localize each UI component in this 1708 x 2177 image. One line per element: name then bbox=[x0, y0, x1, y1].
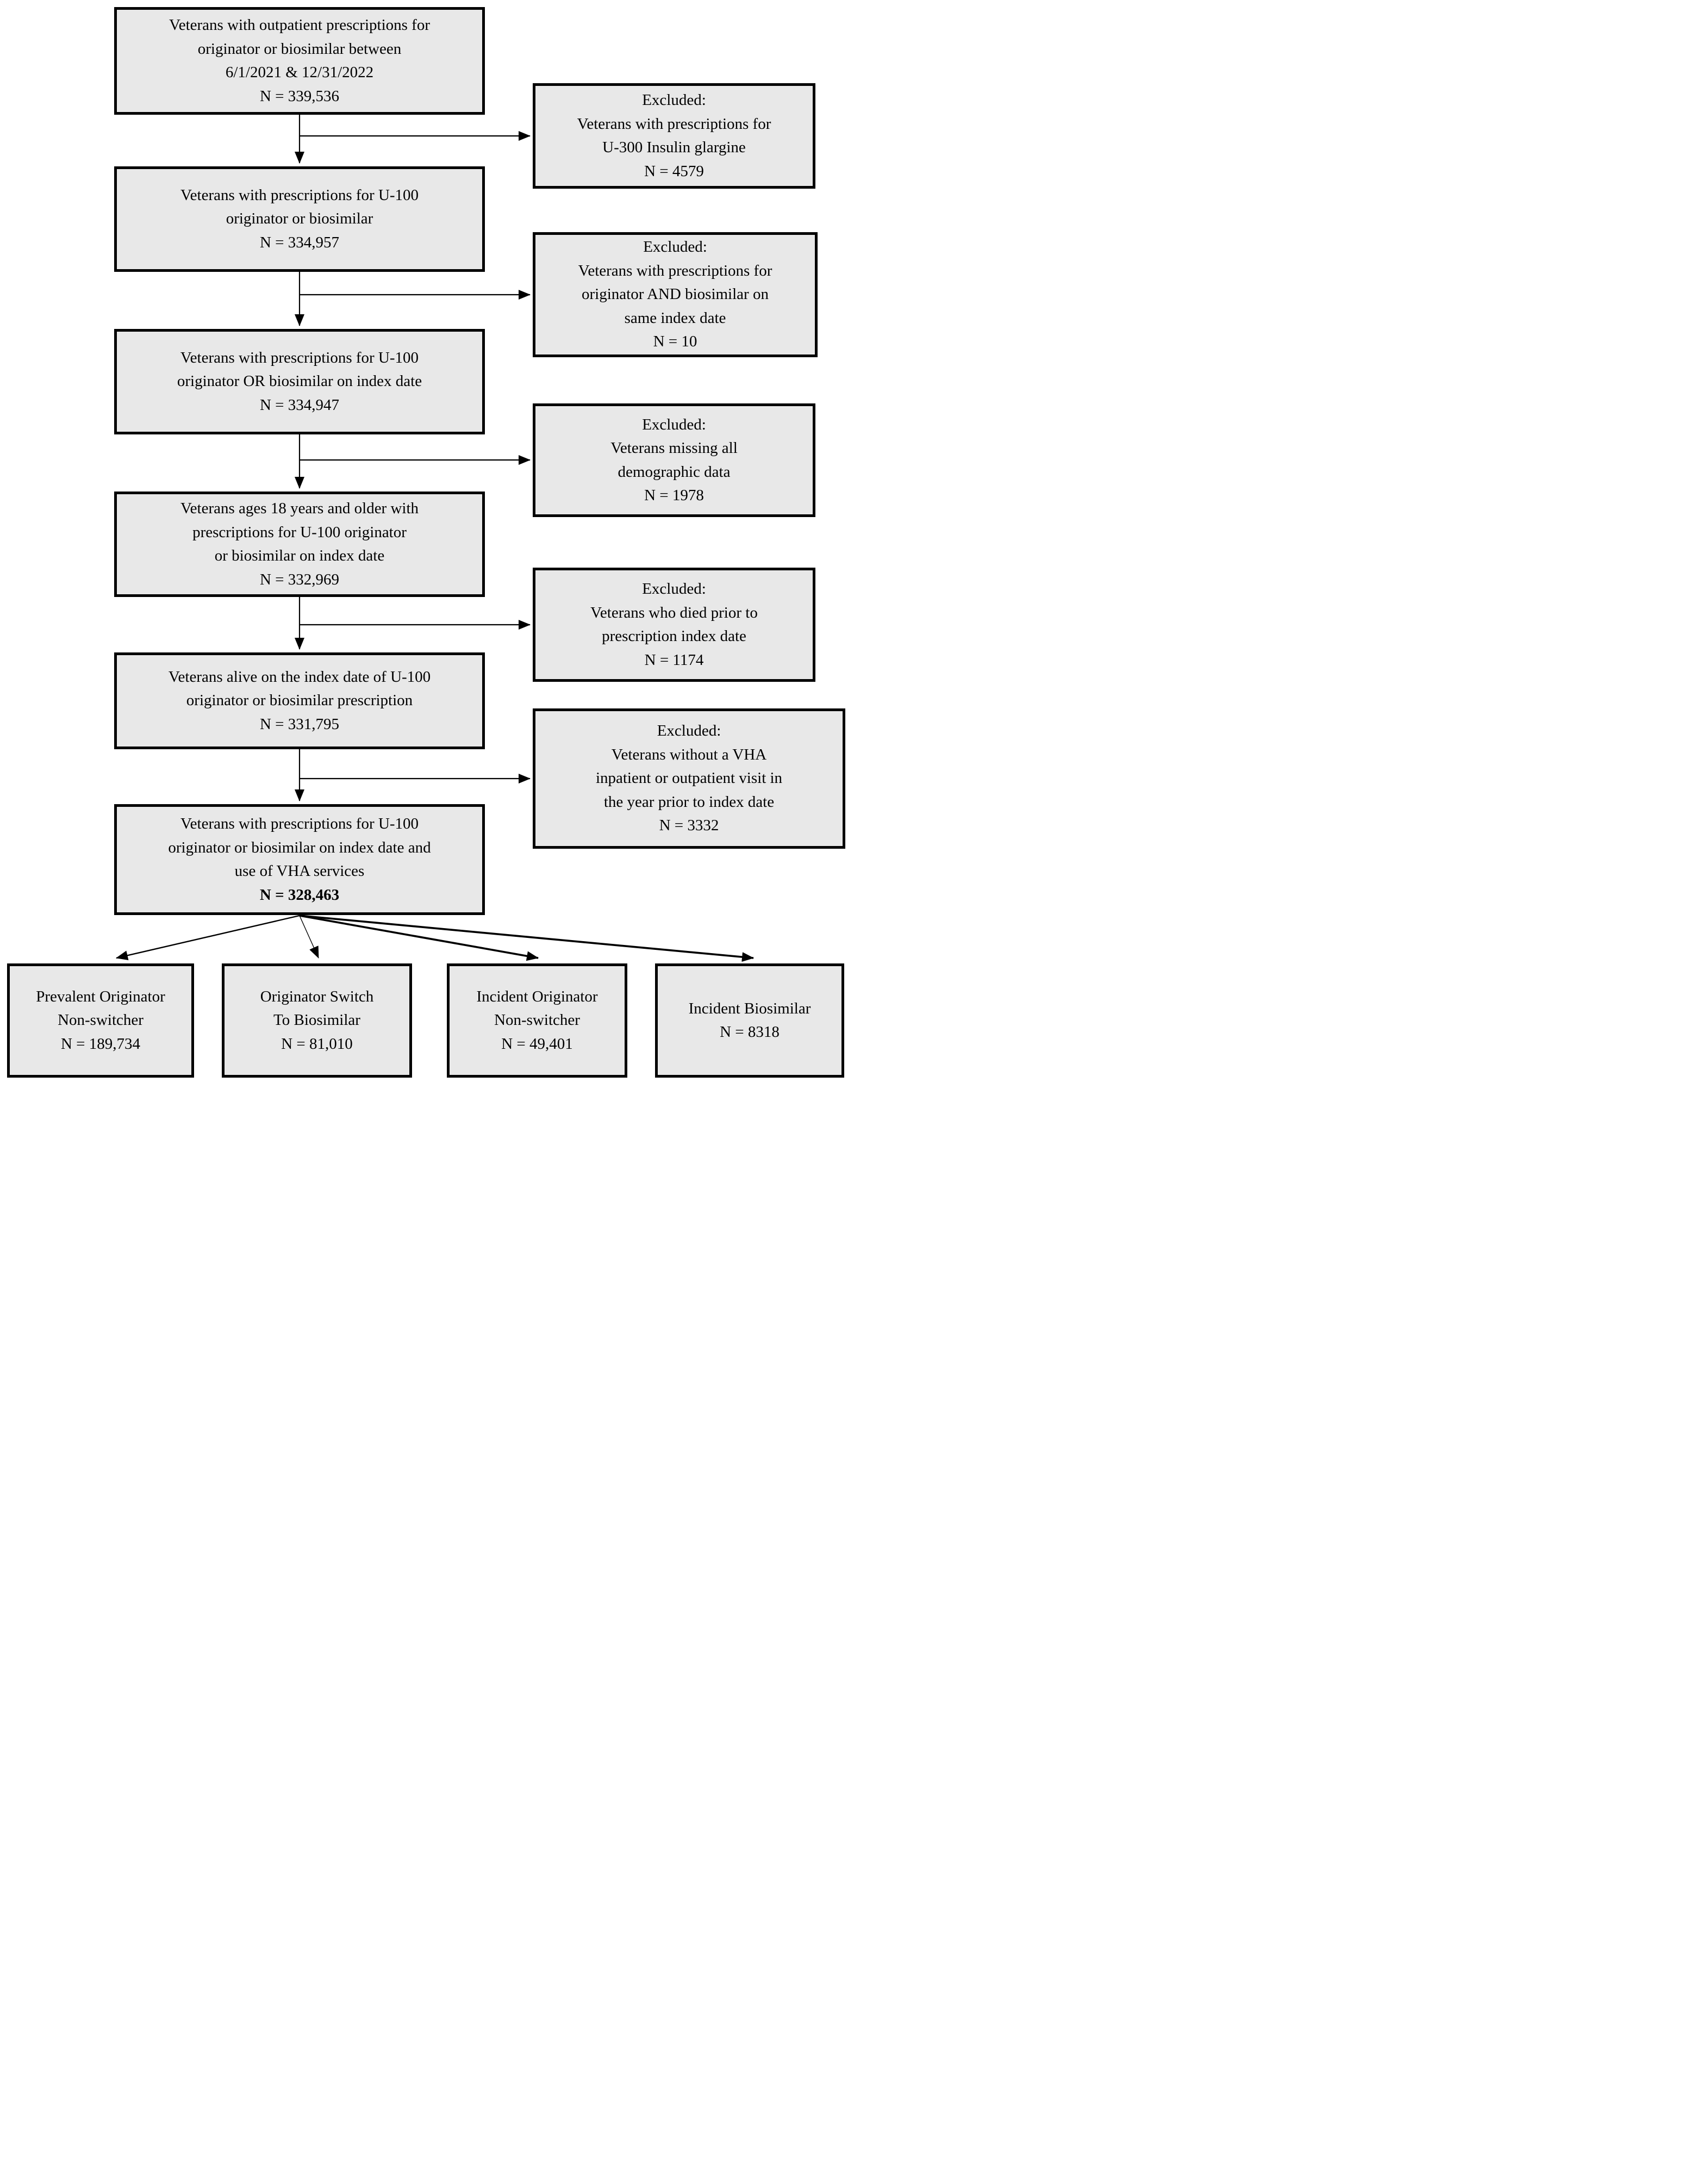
box-n-value: N = 339,536 bbox=[259, 87, 340, 105]
box-n-value: N = 189,734 bbox=[60, 1035, 141, 1053]
box-n-value: N = 1978 bbox=[644, 487, 704, 504]
flow-arrows bbox=[116, 115, 754, 962]
box-cohort-alive: Veterans alive on the index date of U-10… bbox=[114, 652, 485, 749]
arrow-to-outcome-prevalent-originator bbox=[116, 915, 300, 961]
arrow-to-outcome-incident-biosimilar bbox=[299, 915, 754, 962]
box-n-value: N = 332,969 bbox=[259, 570, 340, 588]
box-cohort-outpatient-prescriptions: Veterans with outpatient prescriptions f… bbox=[114, 7, 485, 115]
box-text: Incident Biosimilar bbox=[688, 999, 811, 1017]
box-n-value: N = 3332 bbox=[659, 817, 719, 835]
box-text: Excluded: Veterans without a VHA inpatie… bbox=[595, 722, 783, 811]
box-n-value: N = 328,463 bbox=[259, 886, 340, 904]
box-text: Veterans ages 18 years and older with pr… bbox=[180, 500, 419, 564]
box-text: Excluded: Veterans who died prior to pre… bbox=[590, 580, 758, 645]
box-outcome-originator-switch: Originator Switch To Biosimilar N = 81,0… bbox=[222, 963, 412, 1078]
box-excluded-missing-demographics: Excluded: Veterans missing all demograph… bbox=[533, 403, 815, 517]
box-text: Prevalent Originator Non-switcher bbox=[36, 987, 165, 1029]
box-outcome-incident-originator: Incident Originator Non-switcher N = 49,… bbox=[447, 963, 627, 1078]
box-n-value: N = 331,795 bbox=[259, 715, 340, 733]
box-cohort-final-vha: Veterans with prescriptions for U-100 or… bbox=[114, 804, 485, 915]
arrow-to-outcome-incident-originator bbox=[299, 915, 539, 961]
box-excluded-died-prior: Excluded: Veterans who died prior to pre… bbox=[533, 568, 815, 682]
box-text: Veterans with prescriptions for U-100 or… bbox=[180, 186, 419, 228]
box-cohort-age-18: Veterans ages 18 years and older with pr… bbox=[114, 492, 485, 597]
box-n-value: N = 10 bbox=[653, 333, 697, 351]
box-text: Veterans with outpatient prescriptions f… bbox=[169, 16, 430, 81]
box-outcome-incident-biosimilar: Incident Biosimilar N = 8318 bbox=[655, 963, 844, 1078]
consort-flow-diagram: Veterans with outpatient prescriptions f… bbox=[0, 0, 854, 1088]
box-cohort-u100-index-date: Veterans with prescriptions for U-100 or… bbox=[114, 329, 485, 434]
box-n-value: N = 81,010 bbox=[281, 1035, 353, 1053]
box-excluded-u300: Excluded: Veterans with prescriptions fo… bbox=[533, 83, 815, 189]
box-text: Incident Originator Non-switcher bbox=[476, 987, 598, 1029]
box-cohort-u100: Veterans with prescriptions for U-100 or… bbox=[114, 166, 485, 272]
box-n-value: N = 334,957 bbox=[259, 233, 340, 251]
box-n-value: N = 1174 bbox=[644, 651, 704, 669]
box-text: Excluded: Veterans with prescriptions fo… bbox=[578, 238, 772, 327]
box-text: Veterans alive on the index date of U-10… bbox=[168, 668, 431, 710]
box-text: Originator Switch To Biosimilar bbox=[260, 987, 374, 1029]
box-n-value: N = 8318 bbox=[720, 1023, 780, 1041]
box-outcome-prevalent-originator: Prevalent Originator Non-switcher N = 18… bbox=[7, 963, 194, 1078]
box-text: Veterans with prescriptions for U-100 or… bbox=[168, 815, 431, 880]
box-text: Excluded: Veterans missing all demograph… bbox=[610, 415, 738, 481]
box-excluded-no-vha-visit: Excluded: Veterans without a VHA inpatie… bbox=[533, 708, 845, 849]
arrow-to-outcome-originator-switch bbox=[299, 915, 319, 959]
box-n-value: N = 334,947 bbox=[259, 396, 340, 414]
box-excluded-both-same-date: Excluded: Veterans with prescriptions fo… bbox=[533, 232, 818, 357]
box-text: Veterans with prescriptions for U-100 or… bbox=[177, 349, 422, 390]
box-n-value: N = 49,401 bbox=[501, 1035, 573, 1053]
box-text: Excluded: Veterans with prescriptions fo… bbox=[577, 91, 771, 156]
box-n-value: N = 4579 bbox=[644, 162, 704, 180]
